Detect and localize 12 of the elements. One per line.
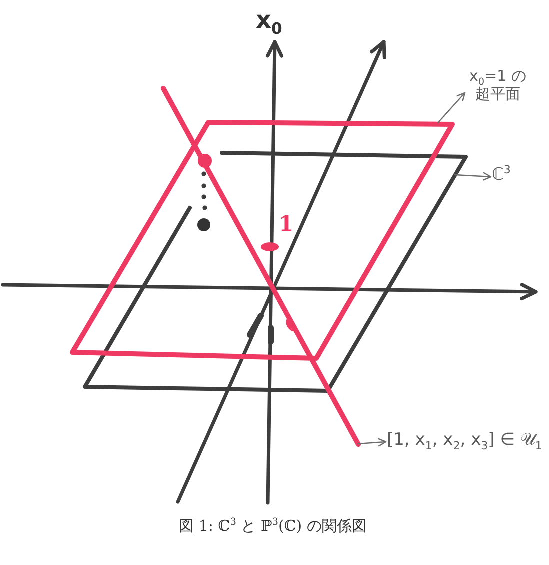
- leader-arrow: [357, 438, 387, 447]
- line: [160, 84, 362, 448]
- annotation: x$_{0}$=1 の超平面: [466, 67, 530, 103]
- annotation: [1, x$_{1}$, x$_{2}$, x$_{3}$] ∈ 𝒰$_{1}$: [387, 430, 542, 450]
- caption: 図 1: ℂ$^{3}$ と ℙ$^{3}$(ℂ) の関係図: [179, 517, 367, 535]
- axis-label: x$_{0}$: [256, 8, 282, 32]
- leader-arrow: [437, 92, 466, 124]
- leader-arrow: [454, 172, 492, 181]
- annotation: ℂ$^{3}$: [492, 165, 511, 186]
- tick-label: 1: [279, 213, 294, 234]
- plane: [82, 150, 469, 394]
- plane: [68, 118, 456, 362]
